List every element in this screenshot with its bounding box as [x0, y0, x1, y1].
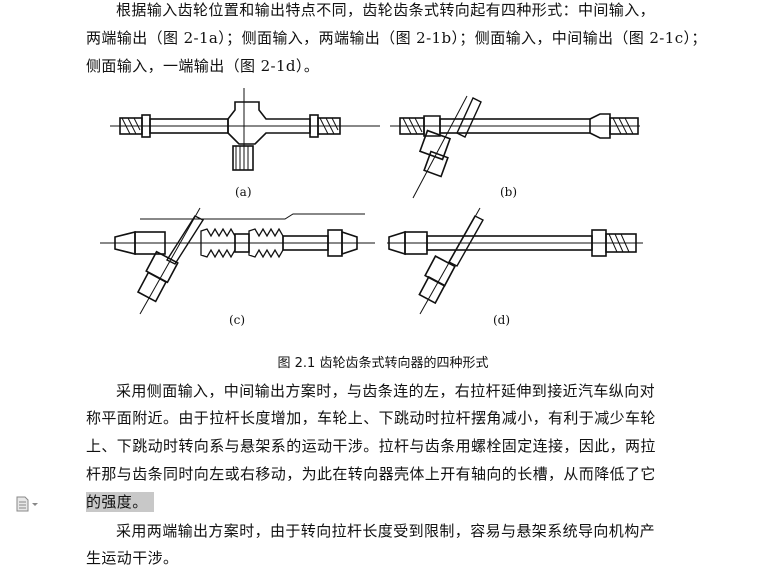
text-line: 两端输出（图 2-1a）；侧面输入，两端输出（图 2-1b）；侧面输入，中间输出…: [86, 29, 707, 47]
text-line: 根据输入齿轮位置和输出特点不同，齿轮齿条式转向起有四种形式：中间输入，: [116, 1, 656, 19]
diagram-b: (b): [390, 95, 640, 199]
selected-text-line[interactable]: 的强度。: [86, 492, 154, 512]
text-line: 上、下跳动时转向系与悬架系的运动干涉。拉杆与齿条用螺栓固定连接，因此，两拉: [86, 437, 656, 455]
text-line: 称平面附近。由于拉杆长度增加，车轮上、下跳动时拉杆摆角减小，有利于减少车轮: [86, 409, 656, 427]
diagram-a: (a): [110, 88, 380, 199]
text-line: 采用两端输出方案时，由于转向拉杆长度受到限制，容易与悬架系统导向机构产: [116, 522, 656, 540]
paste-options-icon[interactable]: [14, 496, 40, 512]
diagram-d: (d): [387, 207, 643, 327]
text-line: 生运动干涉。: [86, 549, 179, 567]
label-a: (a): [235, 185, 252, 199]
text-line: 侧面输入，一端输出（图 2-1d）。: [86, 57, 320, 75]
text-line: 采用侧面输入，中间输出方案时，与齿条连的左，右拉杆延伸到接近汽车纵向对: [116, 382, 656, 400]
label-d: (d): [493, 313, 510, 327]
text-line: 杆那与齿条同时向左或右移动，为此在转向器壳体上开有轴向的长槽，从而降低了它: [86, 465, 656, 483]
label-c: (c): [229, 313, 245, 327]
label-b: (b): [500, 185, 517, 199]
steering-gear-figure: (a) (b) (c): [100, 88, 643, 327]
figure-caption: 图 2.1 齿轮齿条式转向器的四种形式: [277, 356, 489, 371]
diagram-c: (c): [100, 207, 375, 327]
